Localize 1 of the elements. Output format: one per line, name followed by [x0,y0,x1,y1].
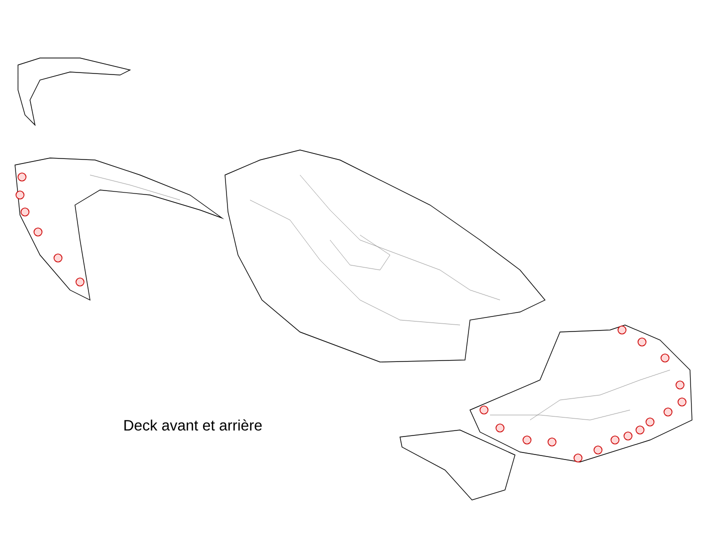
caption-text: Deck avant et arrière [124,419,262,431]
